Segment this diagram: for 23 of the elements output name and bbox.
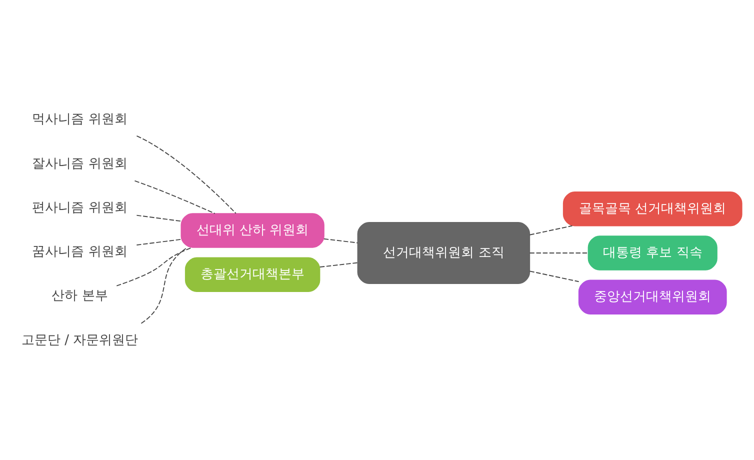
connector bbox=[140, 247, 188, 324]
node-box: 대통령 후보 직속 bbox=[588, 236, 718, 270]
connector bbox=[116, 247, 192, 286]
connector bbox=[529, 225, 573, 236]
node-box: 선대위 산하 위원회 bbox=[180, 213, 324, 248]
connector bbox=[324, 238, 358, 244]
node-text: 산하 본부 bbox=[52, 288, 108, 304]
connector bbox=[319, 262, 358, 268]
node-text: 잘사니즘 위원회 bbox=[32, 156, 128, 172]
node-box: 총괄선거대책본부 bbox=[184, 257, 320, 292]
connector bbox=[136, 214, 182, 222]
connector bbox=[529, 270, 580, 282]
node-box: 선거대책위원회 조직 bbox=[357, 222, 530, 284]
node-text: 고문단 / 자문위원단 bbox=[21, 332, 138, 348]
connector bbox=[134, 180, 216, 214]
node-text: 꿈사니즘 위원회 bbox=[32, 244, 128, 260]
node-box: 골목골목 선거대책위원회 bbox=[562, 192, 742, 226]
connector bbox=[136, 136, 236, 214]
connector bbox=[529, 252, 589, 254]
node-text: 편사니즘 위원회 bbox=[32, 200, 128, 216]
connector bbox=[136, 238, 182, 246]
node-box: 중앙선거대책위원회 bbox=[578, 280, 727, 315]
node-text: 먹사니즘 위원회 bbox=[32, 112, 128, 128]
